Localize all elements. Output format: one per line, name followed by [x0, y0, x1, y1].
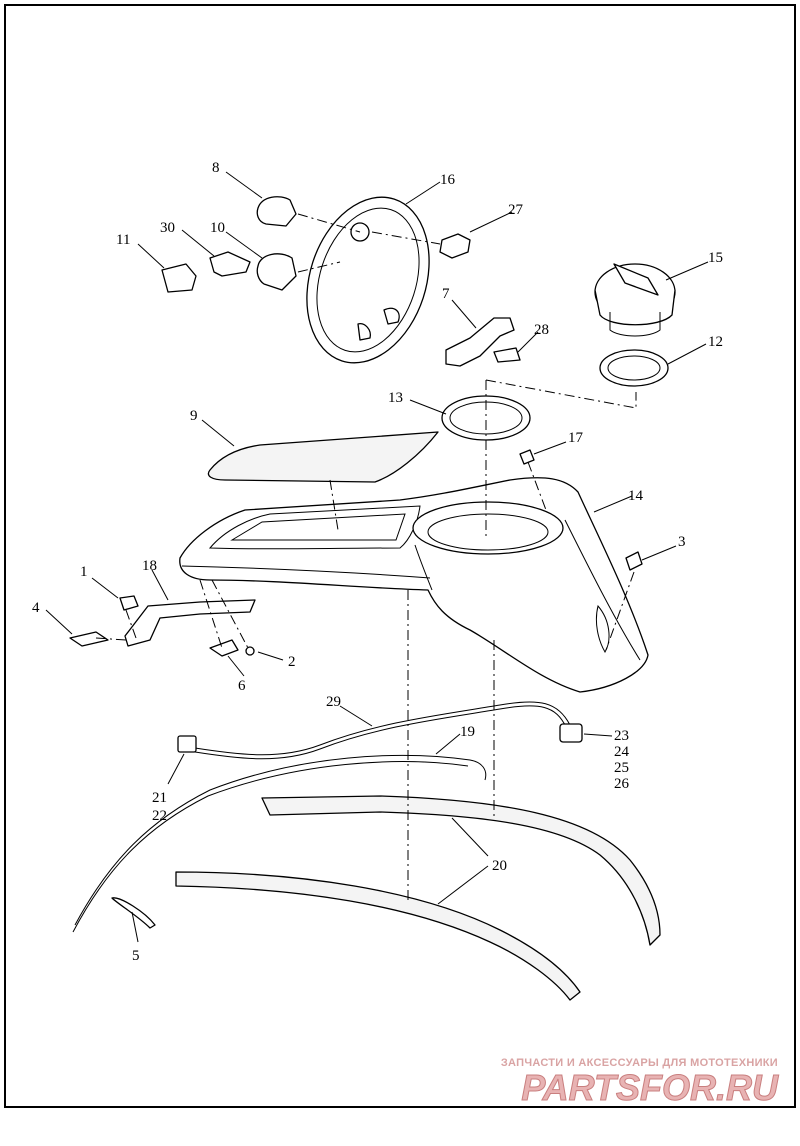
latch-bracket — [445, 317, 521, 367]
trim-strips — [175, 795, 661, 1001]
callout-1: 1 — [80, 564, 88, 580]
callout-24: 24 — [614, 744, 630, 760]
callout-9: 9 — [190, 408, 198, 424]
screw-17 — [519, 449, 535, 465]
cable-clip — [111, 897, 156, 929]
leader-lines — [45, 171, 709, 943]
watermark: ЗАПЧАСТИ И АКСЕССУАРЫ ДЛЯ МОТОТЕХНИКИ PA… — [501, 1057, 780, 1109]
callout-17: 17 — [568, 430, 584, 446]
bracket-assembly — [69, 595, 256, 657]
assembly-centerlines — [95, 213, 637, 900]
console-body — [179, 477, 649, 693]
callout-18: 18 — [142, 558, 157, 574]
diagram-frame — [4, 4, 796, 1108]
callout-16: 16 — [440, 172, 456, 188]
callout-23: 23 — [614, 728, 629, 744]
callout-26: 26 — [614, 776, 630, 792]
callout-13: 13 — [388, 390, 403, 406]
vent-hose — [72, 754, 487, 933]
callout-6: 6 — [238, 678, 246, 694]
watermark-logo: PARTSFOR.RU — [521, 1067, 779, 1108]
callout-29: 29 — [326, 694, 341, 710]
callout-25: 25 — [614, 760, 629, 776]
fuel-door-assembly — [161, 196, 471, 364]
callout-5: 5 — [132, 948, 140, 964]
screw-3 — [625, 551, 643, 571]
callout-21: 21 — [152, 790, 167, 806]
callout-27: 27 — [508, 202, 524, 218]
callout-28: 28 — [534, 322, 549, 338]
seat-pad — [207, 431, 439, 483]
watermark-tagline: ЗАПЧАСТИ И АКСЕССУАРЫ ДЛЯ МОТОТЕХНИКИ — [501, 1057, 778, 1069]
wiring-harness — [177, 701, 583, 760]
callout-15: 15 — [708, 250, 723, 266]
callout-14: 14 — [628, 488, 644, 504]
callout-10: 10 — [210, 220, 225, 236]
callout-2: 2 — [288, 654, 296, 670]
callout-30: 30 — [160, 220, 175, 236]
callout-22: 22 — [152, 808, 167, 824]
callout-7: 7 — [442, 286, 450, 302]
callout-labels: 1 2 3 4 5 6 7 8 9 10 11 12 13 14 15 16 1… — [32, 160, 723, 964]
callout-19: 19 — [460, 724, 475, 740]
callout-20: 20 — [492, 858, 507, 874]
callout-12: 12 — [708, 334, 723, 350]
callout-3: 3 — [678, 534, 686, 550]
callout-8: 8 — [212, 160, 220, 176]
callout-11: 11 — [116, 232, 130, 248]
callout-4: 4 — [32, 600, 40, 616]
